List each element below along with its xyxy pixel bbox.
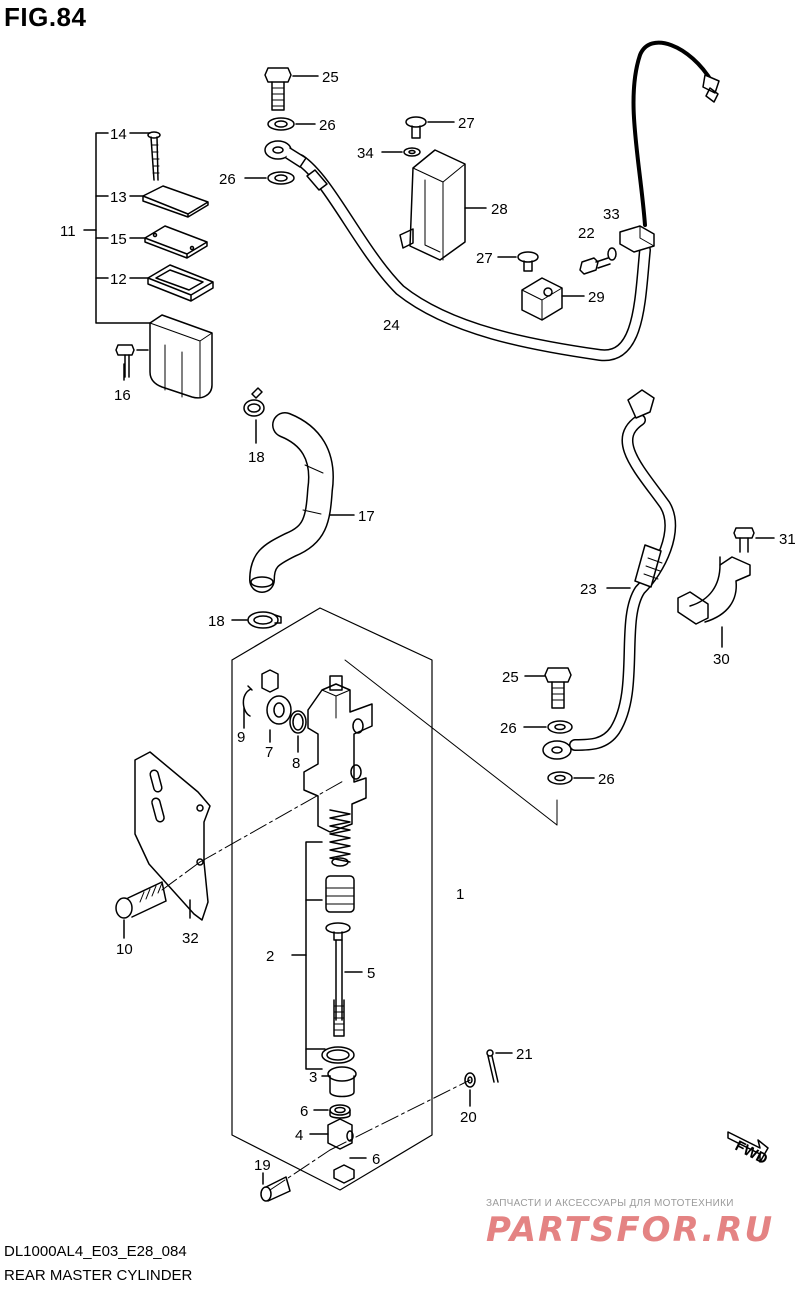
callout-29: 29 (588, 289, 605, 306)
part-6-nut-upper (329, 1104, 351, 1119)
callout-10: 10 (116, 941, 133, 958)
part-15-plate (144, 225, 208, 259)
callout-26-a: 26 (319, 117, 336, 134)
callout-8: 8 (292, 755, 300, 772)
part-30-bracket (677, 556, 751, 625)
callout-13: 13 (110, 189, 127, 206)
part-28-guard (399, 149, 466, 261)
part-26-washer-right-lower (547, 771, 573, 785)
part-26-washer-right-upper (547, 720, 573, 734)
callout-27-lower: 27 (476, 250, 493, 267)
callout-16: 16 (114, 387, 131, 404)
part-17-hose (249, 412, 334, 593)
callout-5: 5 (367, 965, 375, 982)
callout-18-upper: 18 (248, 449, 265, 466)
callout-1: 1 (456, 886, 464, 903)
callout-18-lower: 18 (208, 613, 225, 630)
part-1-master-cylinder-body (303, 675, 373, 833)
callout-22: 22 (578, 225, 595, 242)
part-12-diaphragm (147, 264, 214, 302)
watermark-tagline: ЗАПЧАСТИ И АКСЕССУАРЫ ДЛЯ МОТОТЕХНИКИ (486, 1198, 734, 1209)
watermark-brand: PARTSFOR.RU (486, 1210, 775, 1250)
callout-17: 17 (358, 508, 375, 525)
part-18-clamp-lower (247, 611, 282, 629)
figure-code: DL1000AL4_E03_E28_084 (4, 1243, 187, 1260)
piston (325, 875, 355, 913)
part-25-bolt-top (264, 67, 292, 111)
part-21-cotter-pin (486, 1049, 499, 1083)
part-16-bolt (115, 344, 149, 378)
callout-34: 34 (357, 145, 374, 162)
part-18-clamp-upper (243, 387, 265, 417)
callout-26-c: 26 (500, 720, 517, 737)
callout-6-upper: 6 (300, 1103, 308, 1120)
part-6-nut-lower (333, 1164, 355, 1184)
part-8-o-ring (289, 710, 307, 734)
reservoir-group (83, 131, 214, 399)
part-10-bolt (115, 881, 167, 919)
upper-hose-24 (264, 40, 720, 362)
part-13-cap (142, 185, 209, 218)
callout-20: 20 (460, 1109, 477, 1126)
part-20-washer (464, 1072, 476, 1088)
callout-4: 4 (295, 1127, 303, 1144)
callout-19: 19 (254, 1157, 271, 1174)
callout-26-d: 26 (598, 771, 615, 788)
part-7-fitting (261, 669, 292, 725)
figure-title: FIG.84 (4, 2, 87, 32)
callout-24: 24 (383, 317, 400, 334)
callout-3: 3 (309, 1069, 317, 1086)
callout-7: 7 (265, 744, 273, 761)
callout-14: 14 (110, 126, 127, 143)
callout-28: 28 (491, 201, 508, 218)
part-26-washer-lower (267, 171, 295, 185)
part-27-screw-lower (517, 251, 539, 272)
callout-30: 30 (713, 651, 730, 668)
part-19-pin (260, 1176, 291, 1202)
callout-25-upper: 25 (322, 69, 339, 86)
part-26-washer-upper (267, 117, 295, 131)
spring (329, 809, 351, 867)
part-14-screw (147, 131, 161, 181)
callout-23: 23 (580, 581, 597, 598)
part-31-bolt (733, 527, 755, 553)
callout-26-b: 26 (219, 171, 236, 188)
callout-32: 32 (182, 930, 199, 947)
callout-6-lower: 6 (372, 1151, 380, 1168)
part-29-clamp (521, 277, 563, 321)
part-25-bolt-lower (544, 667, 572, 709)
callout-27-upper: 27 (458, 115, 475, 132)
part-32-bracket (134, 751, 211, 921)
fwd-arrow-icon: FWD (727, 1131, 770, 1168)
master-cylinder-assembly-outline (231, 607, 558, 1191)
fwd-label: FWD (732, 1137, 770, 1168)
callout-2: 2 (266, 948, 274, 965)
callout-9: 9 (237, 729, 245, 746)
part-23-brake-hose (542, 389, 677, 760)
part-27-screw-top (405, 116, 427, 139)
part-5-push-rod (325, 922, 351, 1037)
callout-25-lower: 25 (502, 669, 519, 686)
part-3-boot (327, 1066, 357, 1098)
callout-12: 12 (110, 271, 127, 288)
callout-labels: 1 2 3 4 5 6 6 7 8 9 10 11 12 13 14 15 16… (60, 69, 796, 1174)
callout-11: 11 (60, 223, 76, 240)
figure-name: REAR MASTER CYLINDER (4, 1267, 193, 1284)
part-9-circlip (242, 685, 253, 717)
callout-33: 33 (603, 206, 620, 223)
part-2-circlip (321, 1046, 355, 1064)
callout-15: 15 (110, 231, 127, 248)
callout-21: 21 (516, 1046, 533, 1063)
callout-31: 31 (779, 531, 796, 548)
part-34-washer (403, 147, 421, 157)
part-11-reservoir-body (149, 314, 213, 399)
